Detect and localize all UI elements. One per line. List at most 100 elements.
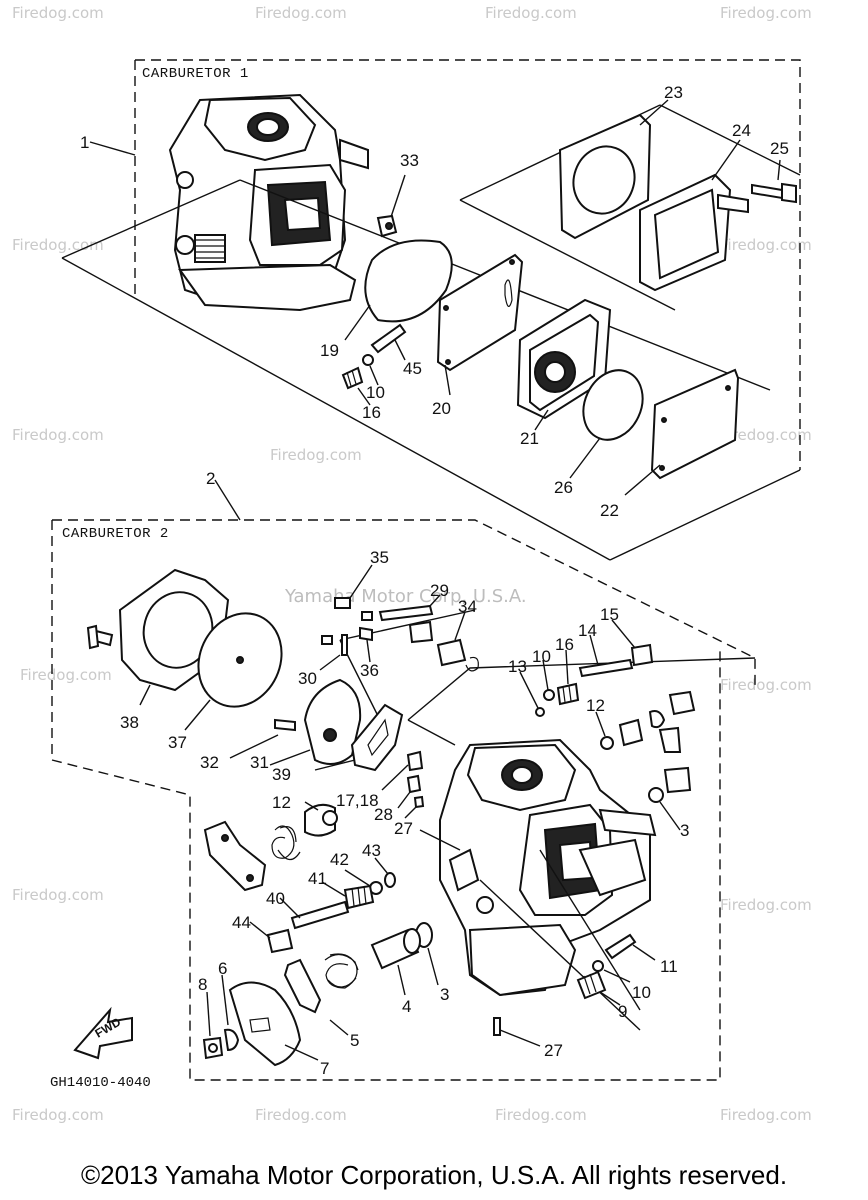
callout-44: 44 [232, 913, 251, 932]
watermark-text: Firedog.com [255, 4, 347, 22]
washer-part-13 [519, 671, 545, 717]
spring-coil [271, 825, 301, 861]
carburetor-body-2 [439, 738, 657, 997]
callout-27: 27 [394, 819, 413, 838]
callout-21: 21 [520, 429, 539, 448]
callout-32: 32 [200, 753, 219, 772]
callout-13: 13 [508, 657, 527, 676]
callout-16: 16 [555, 635, 574, 654]
callout-25: 25 [770, 139, 789, 158]
watermark-text: Firedog.com [720, 4, 812, 22]
watermark-text: Firedog.com [12, 426, 104, 444]
callout-3: 3 [680, 821, 689, 840]
callout-5: 5 [350, 1031, 359, 1050]
washer-part-6 [221, 974, 240, 1052]
gasket-part-39 [314, 703, 404, 772]
callout-9: 9 [618, 1002, 627, 1021]
callout-16: 16 [362, 403, 381, 422]
jet-part-17-18 [381, 750, 424, 791]
jet-part-28 [397, 774, 422, 809]
callout-10: 10 [532, 647, 551, 666]
screw-part-36 [359, 626, 373, 663]
callout-2: 2 [206, 469, 215, 488]
callout-35: 35 [370, 548, 389, 567]
callout-33: 33 [400, 151, 419, 170]
copyright-notice: ©2013 Yamaha Motor Corporation, U.S.A. A… [80, 1160, 788, 1190]
watermark-text: Firedog.com [255, 1106, 347, 1124]
callout-26: 26 [554, 478, 573, 497]
callout-36: 36 [360, 661, 379, 680]
callout-12: 12 [586, 696, 605, 715]
watermark-text: Firedog.com [495, 1106, 587, 1124]
spring-part-16-b [556, 649, 580, 706]
bolt-part-25 [751, 159, 797, 204]
leader-part-1 [89, 141, 136, 156]
needle-part-11 [604, 933, 656, 961]
spring-part-41 [321, 881, 375, 910]
pin-part-30 [319, 634, 348, 671]
diaphragm-part-26 [569, 369, 644, 479]
callout-22: 22 [600, 501, 619, 520]
nut-top-right [648, 690, 696, 753]
watermark-layer: Firedog.com Firedog.com Firedog.com Fire… [12, 4, 812, 1124]
shaft-part-40 [279, 897, 350, 930]
callout-6: 6 [218, 959, 227, 978]
callout-37: 37 [168, 733, 187, 752]
spring-part-9 [576, 970, 621, 1006]
nut-part-15 [611, 619, 654, 667]
washer-part-3 [415, 922, 439, 986]
watermark-text: Firedog.com [12, 886, 104, 904]
carburetor-1-group: CARBURETOR 1 [61, 59, 801, 561]
fwd-arrow-icon: FWD [73, 1006, 133, 1060]
callout-31: 31 [250, 753, 269, 772]
spring-part-16 [341, 366, 371, 406]
ring-part-43 [374, 857, 396, 888]
collar-part-3 [648, 766, 692, 831]
watermark-center-text: Yamaha Motor Corp, U.S.A. [284, 586, 527, 607]
callout-23: 23 [664, 83, 683, 102]
callout-42: 42 [330, 850, 349, 869]
screw-part-33 [376, 174, 406, 238]
collar-part-12 [595, 711, 644, 750]
gasket-part-19 [344, 239, 453, 341]
needle-valve-part-34 [408, 611, 479, 672]
nozzle-part-35 [334, 564, 373, 609]
cover-plate-part-22 [624, 368, 740, 496]
callout-43: 43 [362, 841, 381, 860]
callout-3: 3 [440, 985, 449, 1004]
watermark-text: Firedog.com [12, 1106, 104, 1124]
carburetor-2-outline [407, 657, 756, 1031]
watermark-text: Firedog.com [720, 676, 812, 694]
callout-30: 30 [298, 669, 317, 688]
callout-12: 12 [272, 793, 291, 812]
needle-part-45 [370, 323, 407, 361]
callout-39: 39 [272, 765, 291, 784]
watermark-text: Firedog.com [20, 666, 112, 684]
callout-29: 29 [430, 581, 449, 600]
gasket-part-23 [558, 99, 669, 240]
callout-8: 8 [198, 975, 207, 994]
ring-part-10 [362, 354, 379, 386]
callout-11: 11 [660, 957, 678, 976]
carburetor-1-frame [134, 59, 801, 470]
screw-part-14 [578, 634, 634, 678]
ring-part-10-c [592, 960, 631, 983]
spring-part-5 [324, 953, 359, 1036]
callout-layer: 1 2 3 3 4 5 6 7 8 9 10 10 10 11 12 12 13… [80, 83, 789, 1078]
cam-part-7 [228, 981, 319, 1067]
watermark-text: Firedog.com [720, 896, 812, 914]
pump-part-31 [269, 678, 362, 766]
collar-part-4 [370, 928, 421, 996]
collar-part-12-b [304, 801, 338, 837]
carburetor-2-frame [51, 519, 756, 1081]
callout-4: 4 [402, 997, 411, 1016]
screw-part-32 [229, 718, 296, 759]
pump-body-part-21 [516, 298, 612, 431]
callout-41: 41 [308, 869, 327, 888]
callout-27: 27 [544, 1041, 563, 1060]
carburetor-2-group: CARBURETOR 2 [50, 479, 756, 1091]
part-code: GH14010-4040 [50, 1075, 151, 1091]
lever-bracket [203, 820, 267, 892]
callout-17-18: 17,18 [336, 791, 379, 810]
ring-part-10-b [542, 659, 555, 701]
